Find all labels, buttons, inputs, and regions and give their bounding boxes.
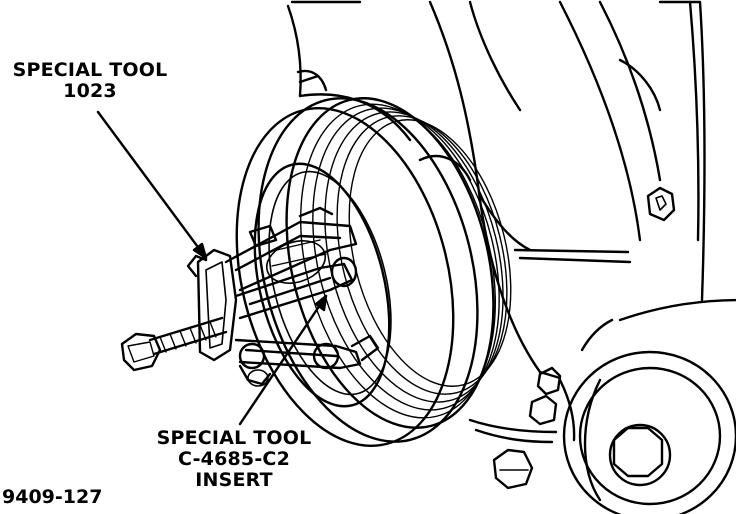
pump-pulley bbox=[562, 350, 736, 514]
label-line: 1023 bbox=[63, 80, 117, 102]
crankshaft-pulley bbox=[235, 69, 512, 447]
hex-bolt-upper bbox=[646, 186, 676, 222]
puller-tool bbox=[120, 206, 380, 387]
figure-id: 9409-127 bbox=[2, 486, 103, 508]
label-line: SPECIAL TOOL bbox=[156, 427, 312, 449]
idler-bolts bbox=[492, 366, 562, 490]
label-line: C-4685-C2 bbox=[178, 448, 290, 470]
label-line: SPECIAL TOOL bbox=[12, 59, 168, 81]
label-special-tool-1023: SPECIAL TOOL 1023 bbox=[10, 60, 170, 102]
label-special-tool-c4685-c2: SPECIAL TOOL C-4685-C2 INSERT bbox=[148, 428, 320, 491]
engine-cover bbox=[286, 0, 736, 444]
label-line: INSERT bbox=[195, 469, 273, 491]
leader-lines bbox=[96, 110, 328, 426]
